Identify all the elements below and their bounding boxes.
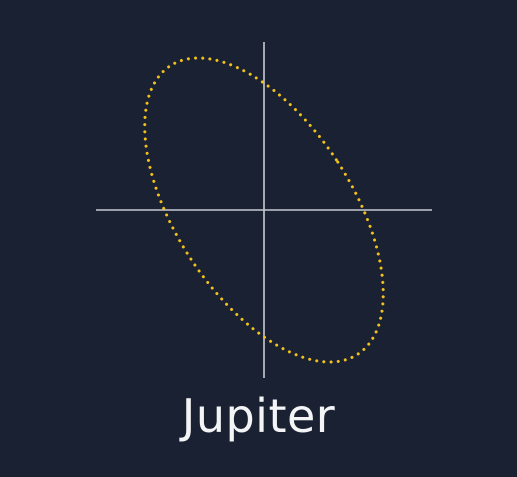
orbit-path <box>143 56 385 364</box>
planet-label: Jupiter <box>181 389 336 443</box>
